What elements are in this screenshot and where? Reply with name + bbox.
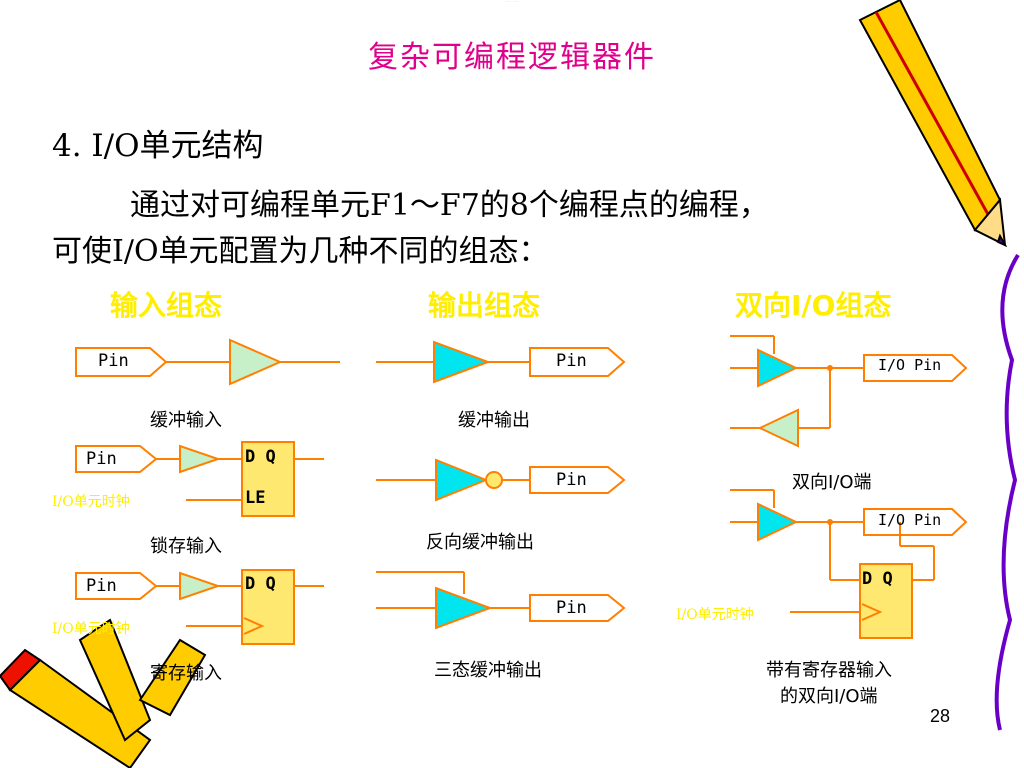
buffer-in-gate bbox=[229, 338, 283, 386]
pencil-icon bbox=[0, 648, 152, 768]
io-pin-label: I/O Pin bbox=[878, 511, 942, 529]
pin-label: Pin bbox=[556, 351, 587, 371]
bidir-reg-block bbox=[859, 563, 913, 639]
pin-box-tri-out bbox=[529, 594, 626, 622]
bidir1-in-gate bbox=[757, 408, 799, 448]
pencil-icon bbox=[78, 618, 207, 742]
bidir-dq-label: D Q bbox=[862, 569, 893, 589]
caption-latch-in: 锁存输入 bbox=[150, 536, 222, 557]
reg-in-gate bbox=[179, 571, 222, 601]
pin-box-buffer-out bbox=[529, 347, 626, 377]
caption-inv-out: 反向缓冲输出 bbox=[426, 532, 534, 553]
pin-box-bidir-2 bbox=[863, 508, 968, 536]
reg-dq-label: D Q bbox=[245, 574, 276, 594]
caption-tri-out: 三态缓冲输出 bbox=[434, 660, 542, 681]
pin-label: Pin bbox=[556, 598, 587, 618]
latch-dq-label: D Q bbox=[245, 447, 276, 467]
latch-le-label: LE bbox=[245, 488, 266, 508]
pin-label: Pin bbox=[556, 470, 587, 490]
pin-label: Pin bbox=[86, 449, 117, 469]
caption-reg-in: 寄存输入 bbox=[150, 663, 222, 684]
buffer-out-gate bbox=[433, 340, 491, 384]
pin-label: Pin bbox=[86, 576, 117, 596]
caption-bidir-port: 双向I/O端 bbox=[792, 472, 872, 493]
column-heading-input: 输入组态 bbox=[110, 289, 223, 322]
pin-box-bidir-1 bbox=[863, 354, 968, 382]
page-number: 28 bbox=[930, 706, 951, 726]
pencil-scribble bbox=[994, 253, 1020, 731]
pencil-icon bbox=[858, 0, 1008, 248]
inv-out-gate bbox=[435, 458, 489, 502]
clock-label-bidir: I/O单元时钟 bbox=[676, 607, 754, 623]
caption-buffer-in: 缓冲输入 bbox=[150, 410, 222, 431]
pin-label: Pin bbox=[98, 351, 129, 371]
caption-bidir-reg-2: 的双向I/O端 bbox=[780, 686, 878, 707]
column-heading-bidir: 双向I/O组态 bbox=[735, 289, 892, 322]
caption-buffer-out: 缓冲输出 bbox=[458, 410, 530, 431]
body-text-line-2: 可使I/O单元配置为几种不同的组态： bbox=[52, 234, 549, 269]
slide-title: 复杂可编程逻辑器件 bbox=[368, 40, 656, 75]
pin-box-buffer-in bbox=[75, 347, 168, 377]
pin-box-inv-out bbox=[529, 466, 626, 494]
section-heading: 4. I/O单元结构 bbox=[52, 128, 264, 164]
tri-out-gate bbox=[435, 586, 493, 630]
caption-bidir-reg-1: 带有寄存器输入 bbox=[766, 660, 892, 681]
latch-block bbox=[241, 441, 295, 517]
io-pin-label: I/O Pin bbox=[878, 356, 942, 374]
latch-in-gate bbox=[179, 444, 222, 474]
clock-label-latch: I/O单元时钟 bbox=[52, 494, 130, 510]
bidir2-out-gate bbox=[757, 502, 799, 542]
inv-bubble bbox=[485, 471, 503, 489]
pin-box-reg-in bbox=[75, 572, 158, 600]
pin-box-latch-in bbox=[75, 445, 158, 473]
bidir1-out-gate bbox=[757, 348, 799, 388]
clock-label-reg: I/O单元时钟 bbox=[52, 621, 130, 637]
body-text-line-1: 通过对可编程单元F1～F7的8个编程点的编程， bbox=[130, 188, 769, 223]
column-heading-output: 输出组态 bbox=[428, 289, 541, 322]
